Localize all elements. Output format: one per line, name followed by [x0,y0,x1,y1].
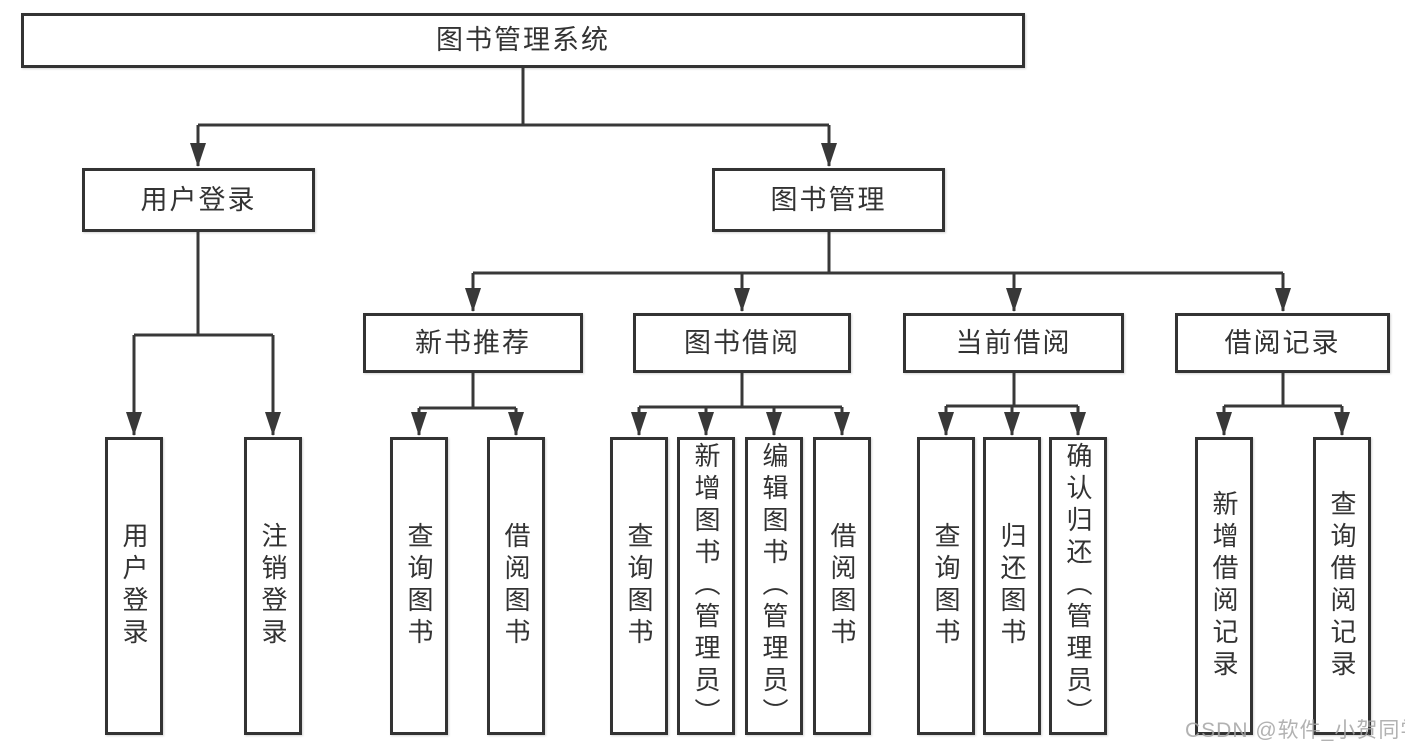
leaf-query-books-recommend: 查询图书 [390,437,448,735]
leaf-query-books-borrow: 查询图书 [610,437,668,735]
leaf-confirm-return-admin: 确认归还（管理员） [1049,437,1107,735]
leaf-add-borrow-record: 新增借阅记录 [1195,437,1253,735]
leaf-edit-book-admin: 编辑图书（管理员） [745,437,803,735]
node-book-management-module: 图书管理 [712,168,945,232]
leaf-user-login: 用户登录 [105,437,163,735]
node-current-borrow: 当前借阅 [903,313,1124,373]
csdn-watermark: CSDN @软件_小贺同学 [1185,719,1405,742]
leaf-borrow-books: 借阅图书 [813,437,871,735]
node-new-book-recommend: 新书推荐 [363,313,583,373]
leaf-query-borrow-record: 查询借阅记录 [1313,437,1371,735]
leaf-return-books: 归还图书 [983,437,1041,735]
leaf-borrow-books-recommend: 借阅图书 [487,437,545,735]
leaf-query-books-current: 查询图书 [917,437,975,735]
node-library-system: 图书管理系统 [21,13,1025,68]
leaf-add-book-admin: 新增图书（管理员） [677,437,735,735]
leaf-logout: 注销登录 [244,437,302,735]
node-user-login-module: 用户登录 [82,168,315,232]
node-book-borrow: 图书借阅 [633,313,851,373]
node-borrow-records: 借阅记录 [1175,313,1390,373]
